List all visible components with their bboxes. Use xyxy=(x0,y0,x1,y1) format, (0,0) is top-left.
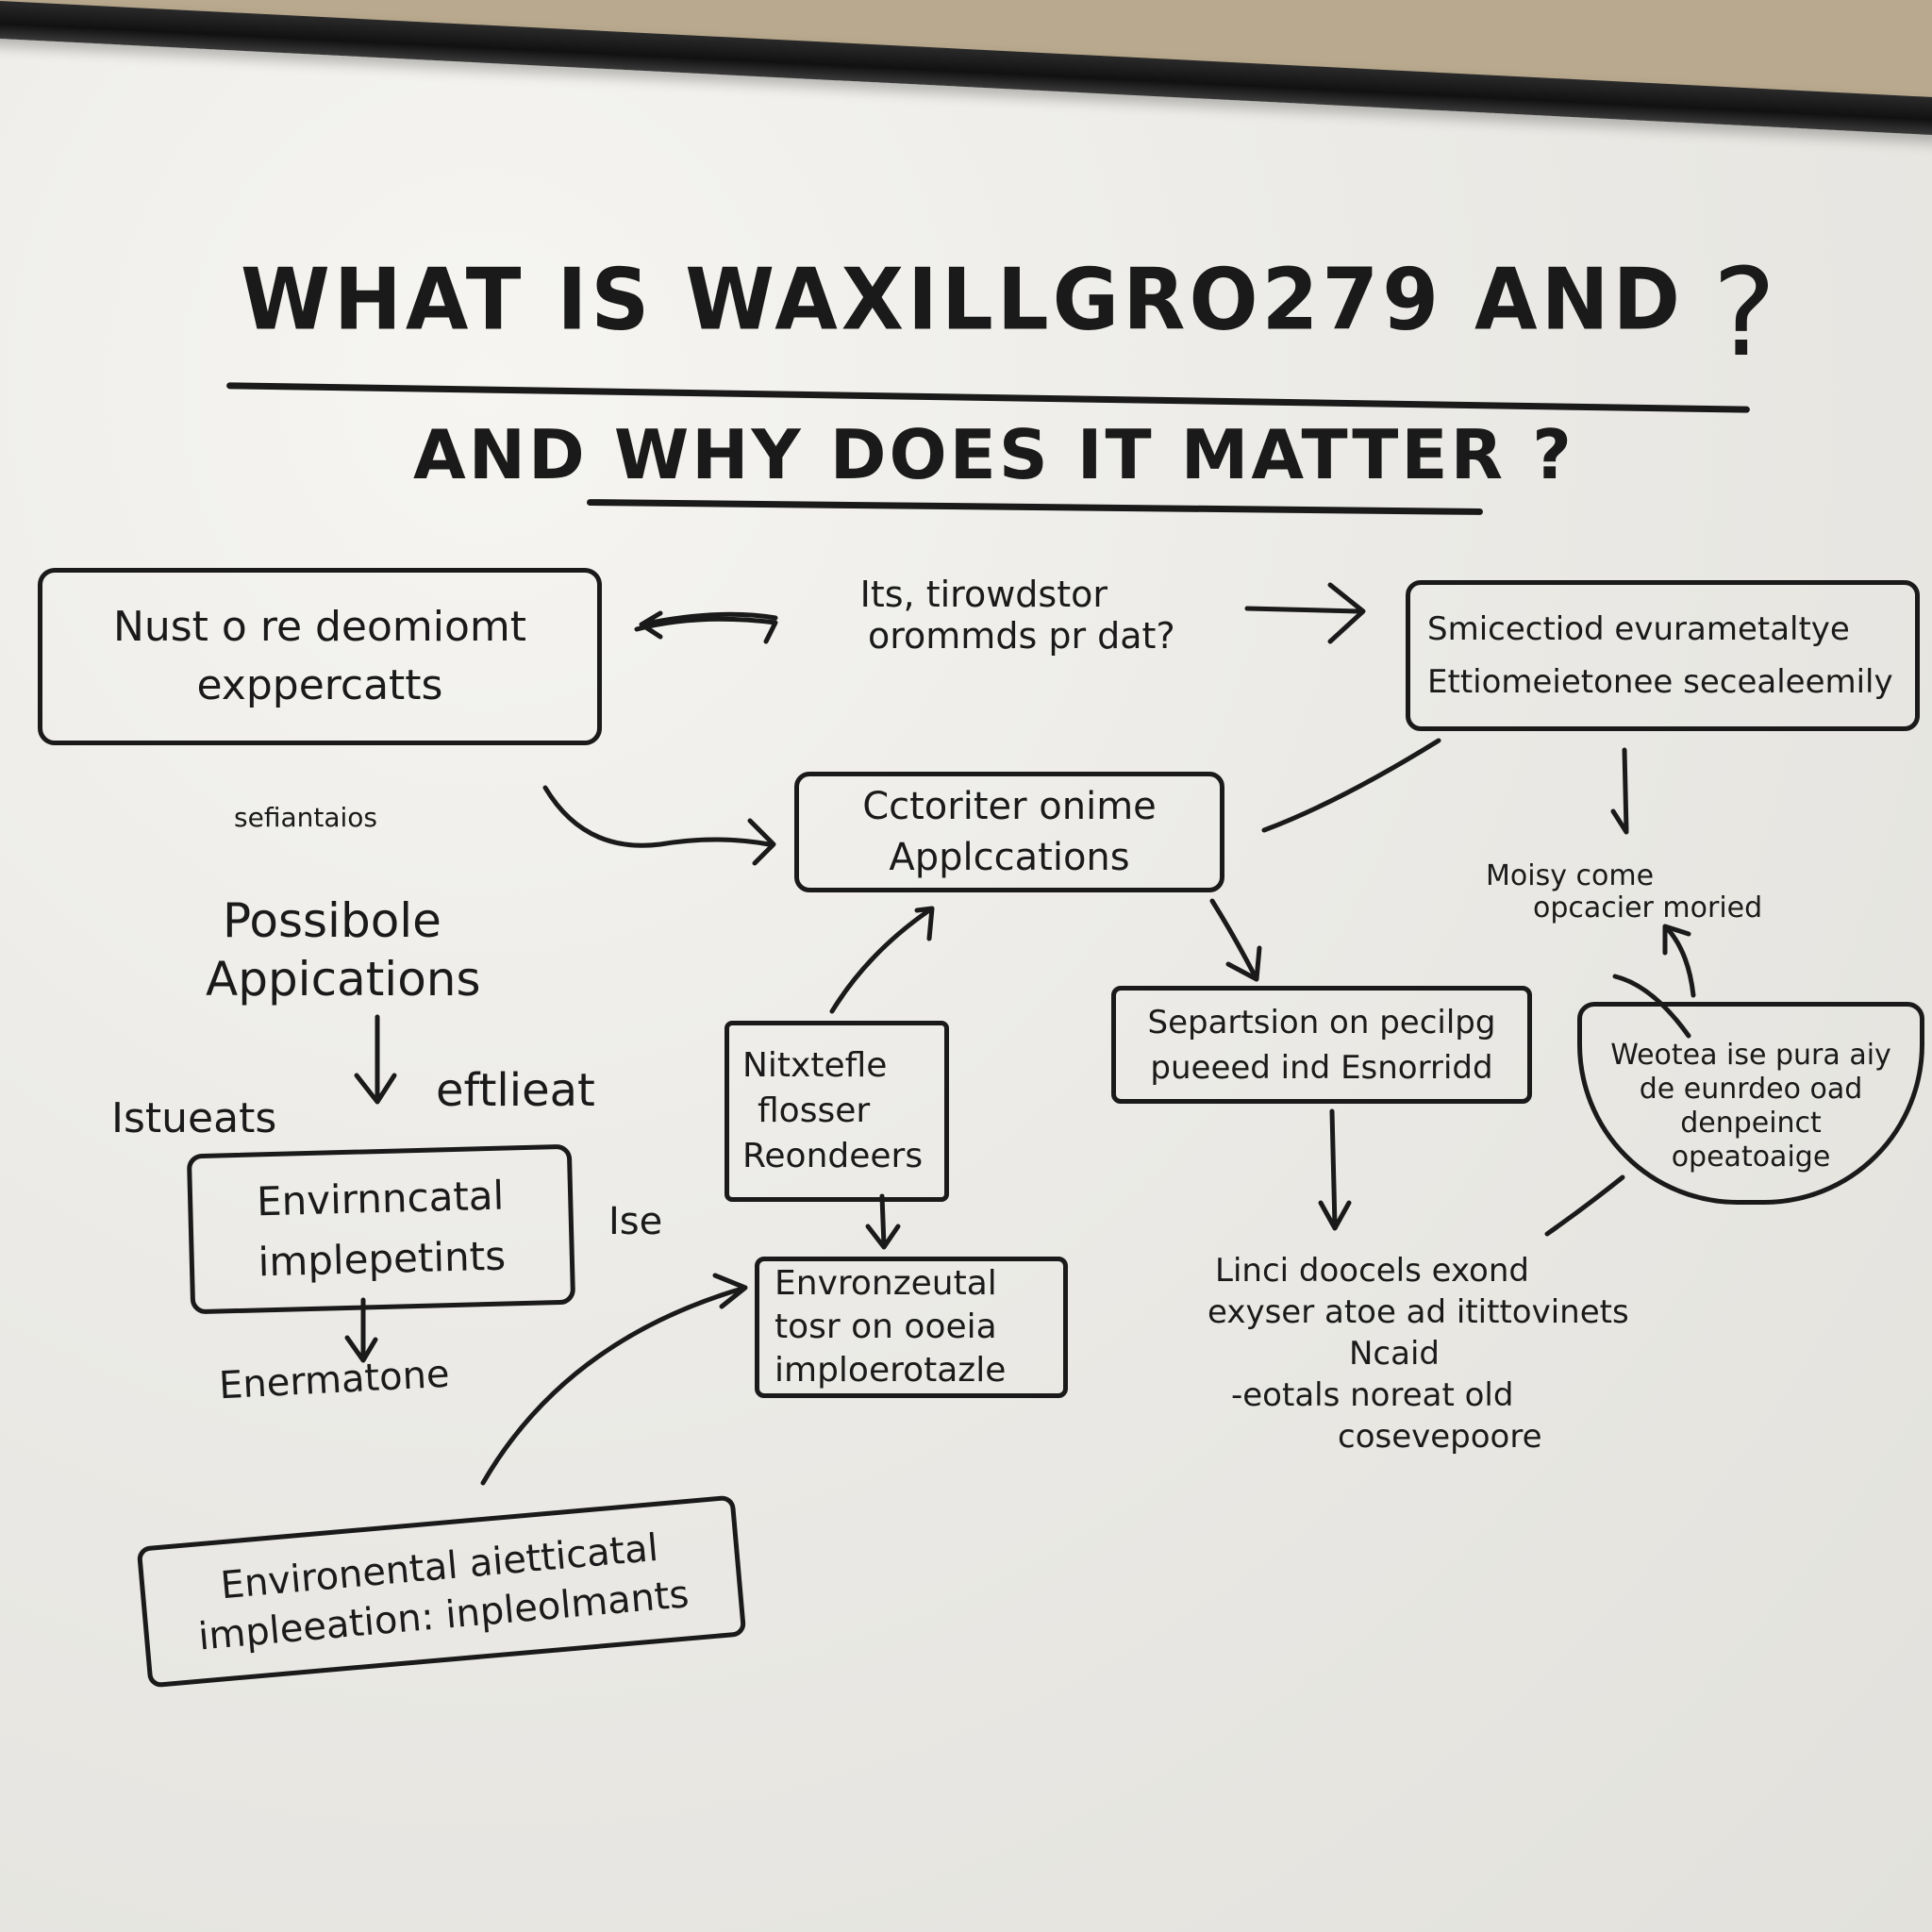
label-sefiantaios: sefiantaios xyxy=(234,802,377,833)
label-students: Istueats xyxy=(111,1094,277,1142)
box-env-center-line-3: imploerotazle xyxy=(774,1351,1007,1390)
box-center-line-1: Cctoriter onime xyxy=(862,785,1157,828)
box-middle-line-2: flosser xyxy=(758,1091,871,1130)
box-env-center-line-2: tosr on ooeia xyxy=(774,1307,997,1346)
box-center-applications: Cctoriter onime Applccations xyxy=(794,772,1224,892)
right-mid-line-1: Moisy come xyxy=(1486,859,1655,892)
top-middle-text: Its, tirowdstor orommds pr dat? xyxy=(792,574,1175,657)
box-bowl-line-3: denpeinct xyxy=(1680,1106,1822,1140)
bottom-right-line-5: cosevepoore xyxy=(1338,1418,1542,1456)
box-middle-line-3: Reondeers xyxy=(742,1137,924,1175)
top-middle-line-2: orommds pr dat? xyxy=(868,615,1175,657)
title-line-1: WHAT IS WAXILLGRO279 AND xyxy=(241,250,1684,350)
bottom-right-line-3: Ncaid xyxy=(1349,1335,1440,1373)
box-separation-line-1: Separtsion on pecilpg xyxy=(1147,1003,1496,1041)
box-left-line-1: Envirnncatal xyxy=(256,1172,505,1225)
box-bowl-line-4: opeatoaige xyxy=(1671,1140,1831,1174)
bottom-right-line-4: -eotals noreat old xyxy=(1231,1376,1514,1414)
label-efficiency: eftlieat xyxy=(436,1064,595,1117)
right-mid-line-2: opcacier moried xyxy=(1533,891,1763,924)
box-top-right: Smicectiod evurametaltye Ettiomeietonee … xyxy=(1406,580,1920,731)
bottom-right-text: Linci doocels exond exyser atoe ad ititt… xyxy=(1208,1250,1629,1457)
title-line-2: AND WHY DOES IT MATTER ? xyxy=(413,415,1574,494)
bottom-right-line-2: exyser atoe ad itittovinets xyxy=(1208,1293,1629,1331)
box-left-line-2: implepetints xyxy=(258,1232,507,1286)
box-separation-line-2: pueeed ind Esnorridd xyxy=(1150,1048,1493,1087)
box-separation: Separtsion on pecilpg pueeed ind Esnorri… xyxy=(1111,986,1532,1104)
right-mid-text: Moisy come opcacier moried xyxy=(1486,860,1762,924)
box-top-right-line-1: Smicectiod evurametaltye xyxy=(1427,610,1850,648)
label-possible-applications: Possibole Appications xyxy=(206,891,481,1008)
box-environmental-center: Envronzeutal tosr on ooeia imploerotazle xyxy=(755,1257,1068,1398)
box-bowl-line-2: de eunrdeo oad xyxy=(1639,1072,1863,1106)
box-env-center-line-1: Envronzeutal xyxy=(774,1264,997,1303)
box-middle-reondeers: Nitxtefle flosser Reondeers xyxy=(724,1021,949,1202)
possible-line-1: Possibole xyxy=(223,893,441,948)
box-environmental-left: Envirnncatal implepetints xyxy=(186,1143,576,1315)
box-bowl-right: Weotea ise pura aiy de eunrdeo oad denpe… xyxy=(1577,1002,1924,1205)
box-top-right-line-2: Ettiomeietonee secealeemily xyxy=(1427,663,1893,701)
label-ise: Ise xyxy=(608,1200,663,1243)
bottom-right-line-1: Linci doocels exond xyxy=(1215,1252,1529,1290)
box-middle-line-1: Nitxtefle xyxy=(742,1046,888,1085)
box-top-left-line-2: exppercatts xyxy=(196,661,443,709)
title-question-mark: ? xyxy=(1712,243,1776,384)
box-top-left-line-1: Nust o re deomiomt xyxy=(112,603,527,651)
box-top-left: Nust o re deomiomt exppercatts xyxy=(38,568,602,745)
box-bowl-line-1: Weotea ise pura aiy xyxy=(1610,1038,1891,1072)
possible-line-2: Appications xyxy=(206,952,481,1007)
top-middle-line-1: Its, tirowdstor xyxy=(859,574,1108,615)
box-center-line-2: Applccations xyxy=(889,836,1130,879)
